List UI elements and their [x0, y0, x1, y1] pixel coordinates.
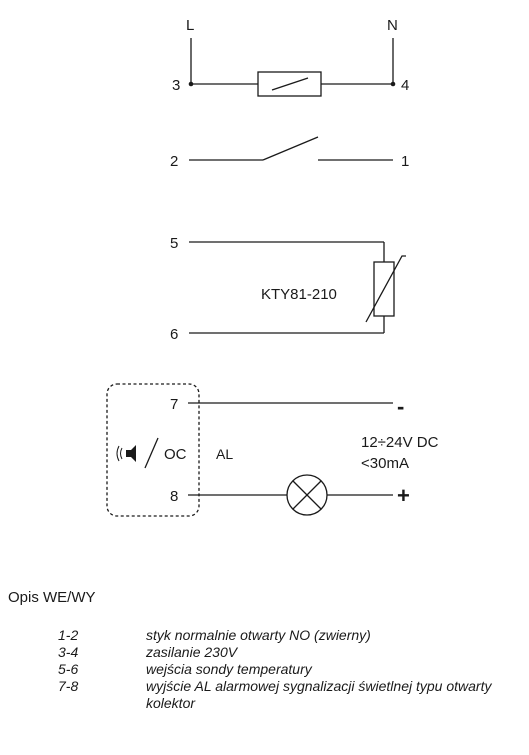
- pin-2-label: 2: [170, 153, 178, 170]
- oc-slash-symbol: [144, 437, 159, 469]
- pin-5-label: 5: [170, 235, 178, 252]
- speaker-icon: [116, 445, 136, 462]
- terminal-L-label: L: [186, 17, 194, 34]
- row-code: 1-2: [58, 627, 79, 643]
- wiring-diagram: L N 3 4 2 1 5 KTY81-210 6 7 - 12÷24V DC …: [106, 17, 439, 517]
- supply-voltage-label: 12÷24V DC: [361, 434, 439, 451]
- pin-7-label: 7: [170, 396, 178, 413]
- row-text: styk normalnie otwarty NO (zwierny): [146, 627, 371, 643]
- sensor-label: KTY81-210: [261, 286, 337, 303]
- row-code: 3-4: [58, 644, 79, 660]
- oc-output-box: [106, 383, 200, 517]
- description-row: 3-4 zasilanie 230V: [58, 644, 526, 661]
- pin-8-label: 8: [170, 488, 178, 505]
- coil-diagonal: [271, 77, 309, 91]
- lamp-cross-b: [292, 480, 322, 510]
- description-row: 7-8 wyjście AL alarmowej sygnalizacji św…: [58, 678, 526, 712]
- pin-6-label: 6: [170, 326, 178, 343]
- supply-current-label: <30mA: [361, 455, 409, 472]
- pin-3-label: 3: [172, 77, 180, 94]
- minus-label: -: [397, 394, 404, 419]
- description-title: Opis WE/WY: [8, 589, 96, 606]
- junction-dot-4: [390, 81, 396, 87]
- description-list: 1-2 styk normalnie otwarty NO (zwierny) …: [58, 627, 526, 712]
- switch-contact-symbol: [262, 136, 319, 161]
- terminal-N-label: N: [387, 17, 398, 34]
- row-code: 7-8: [58, 678, 79, 694]
- pin-1-label: 1: [401, 153, 409, 170]
- row-code: 5-6: [58, 661, 79, 677]
- row-text: zasilanie 230V: [146, 644, 238, 660]
- row-text: wejścia sondy temperatury: [146, 661, 312, 677]
- junction-dot-3: [188, 81, 194, 87]
- description-row: 5-6 wejścia sondy temperatury: [58, 661, 526, 678]
- row-text: wyjście AL alarmowej sygnalizacji świetl…: [146, 678, 492, 711]
- description-row: 1-2 styk normalnie otwarty NO (zwierny): [58, 627, 526, 644]
- oc-label: OC: [164, 446, 187, 463]
- thermistor-slope: [365, 255, 406, 323]
- pin-4-label: 4: [401, 77, 409, 94]
- plus-label: +: [397, 483, 410, 508]
- al-label: AL: [216, 446, 233, 462]
